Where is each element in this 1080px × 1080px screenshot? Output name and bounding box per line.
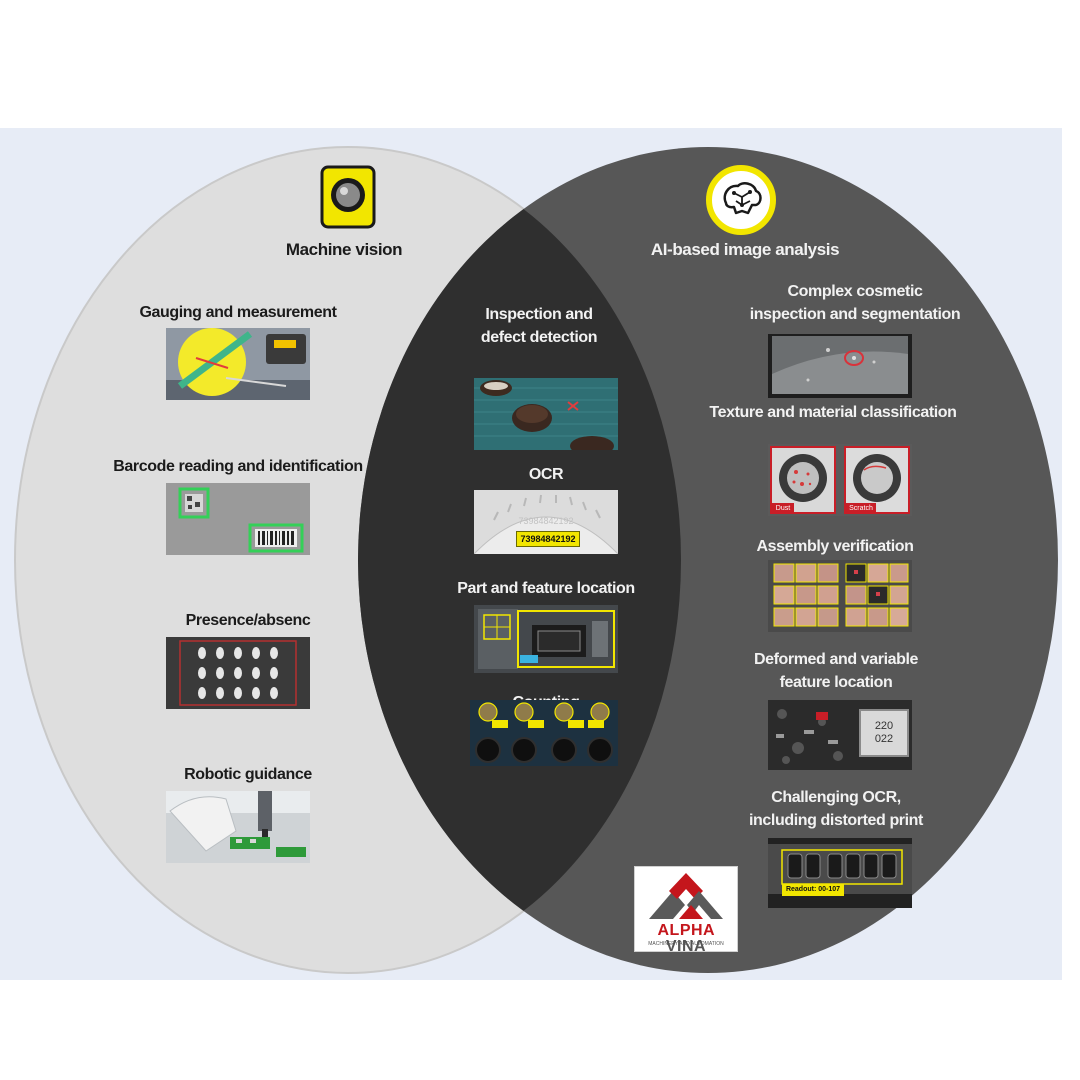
camera-lens-icon bbox=[320, 165, 376, 229]
right-item-label: Assembly verification bbox=[756, 538, 914, 555]
center-item-label: Part and feature location bbox=[457, 580, 635, 597]
logo-mark-icon bbox=[649, 873, 723, 919]
scratch-tag: Scratch bbox=[846, 503, 876, 514]
chip-marking: 220 022 bbox=[874, 720, 894, 745]
ocr-readout-distorted: Readout: 00-107 bbox=[782, 884, 844, 896]
right-item-label: Complex cosmetic inspection and segmenta… bbox=[749, 283, 961, 323]
right-title: AI-based image analysis bbox=[650, 240, 840, 259]
logo-brand-left: ALPHA bbox=[657, 922, 715, 939]
counting-image bbox=[470, 700, 618, 766]
left-item-label: Barcode reading and identification bbox=[113, 458, 363, 475]
assembly-verification-image bbox=[768, 560, 912, 632]
barcode-image bbox=[166, 483, 310, 555]
ocr-readout: 73984842192 bbox=[516, 531, 580, 547]
right-item-label: Deformed and variable feature location bbox=[753, 651, 919, 691]
logo-tagline: MACHINERY AND AUTOMATION bbox=[648, 941, 724, 947]
center-item-label: OCR bbox=[528, 466, 564, 483]
cosmetic-inspection-image bbox=[768, 334, 912, 398]
left-item-label: Robotic guidance bbox=[184, 766, 312, 783]
presence-image bbox=[166, 637, 310, 709]
left-title: Machine vision bbox=[285, 240, 403, 259]
alpha-vina-logo: ALPHA VINA MACHINERY AND AUTOMATION bbox=[634, 866, 738, 955]
right-item-label: Challenging OCR, including distorted pri… bbox=[749, 789, 923, 829]
part-location-image bbox=[474, 605, 618, 673]
challenging-ocr-image bbox=[768, 838, 912, 908]
left-item-label: Presence/absenc bbox=[185, 612, 311, 629]
center-item-label: Inspection and defect detection bbox=[480, 306, 598, 346]
right-item-label: Texture and material classification bbox=[709, 404, 957, 421]
brain-network-icon bbox=[706, 165, 776, 235]
left-item-label: Gauging and measurement bbox=[139, 304, 337, 321]
svg-text:73984842192: 73984842192 bbox=[518, 516, 573, 526]
logo-brand-right: VINA bbox=[665, 938, 707, 955]
overlap-region bbox=[358, 147, 681, 973]
deformed-feature-image bbox=[768, 700, 912, 770]
robotic-image bbox=[166, 791, 310, 863]
defect-detection-image bbox=[474, 378, 618, 450]
dust-tag: Dust bbox=[772, 503, 794, 514]
gauging-image bbox=[166, 328, 310, 400]
